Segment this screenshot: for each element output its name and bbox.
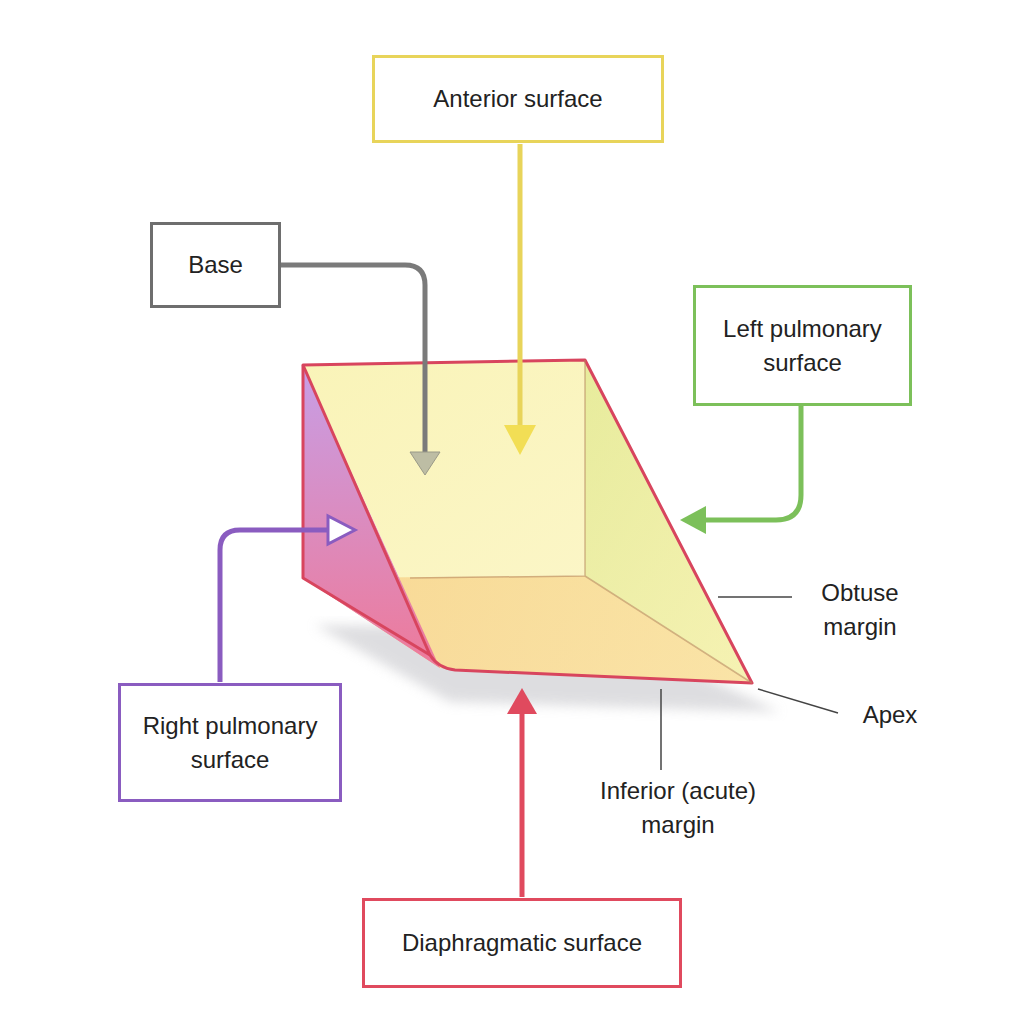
front-face	[303, 360, 752, 683]
surface-callout-box: Anterior surface	[372, 55, 664, 143]
surface-callout-box: Base	[150, 222, 281, 308]
surface-callout-box: Left pulmonary surface	[693, 285, 912, 406]
arrowhead	[680, 506, 706, 534]
callout-text: Base	[188, 248, 243, 282]
arrowhead	[410, 452, 440, 475]
prism-outline	[303, 360, 752, 683]
hidden-edges	[410, 360, 752, 683]
callout-text: Left pulmonary surface	[708, 312, 897, 379]
leader-arrow	[281, 265, 425, 455]
callout-text: Diaphragmatic surface	[402, 926, 642, 960]
leader-arrow	[518, 144, 523, 428]
leader-line	[660, 689, 662, 770]
leader-arrow	[220, 530, 330, 682]
leader-arrow	[705, 406, 801, 520]
margin-label: Obtuse margin	[797, 576, 923, 643]
leader-line	[718, 596, 792, 598]
apex-label: Apex	[842, 698, 938, 732]
leader-arrow	[520, 712, 525, 897]
leader-line	[758, 689, 838, 713]
arrowhead	[507, 688, 537, 714]
surface-callout-box: Diaphragmatic surface	[362, 898, 682, 988]
margin-label: Inferior (acute) margin	[575, 774, 781, 841]
callout-text: Anterior surface	[433, 82, 602, 116]
arrowhead	[504, 425, 536, 455]
callout-text: Right pulmonary surface	[133, 709, 327, 776]
arrowhead	[328, 516, 355, 544]
surface-callout-box: Right pulmonary surface	[118, 683, 342, 802]
